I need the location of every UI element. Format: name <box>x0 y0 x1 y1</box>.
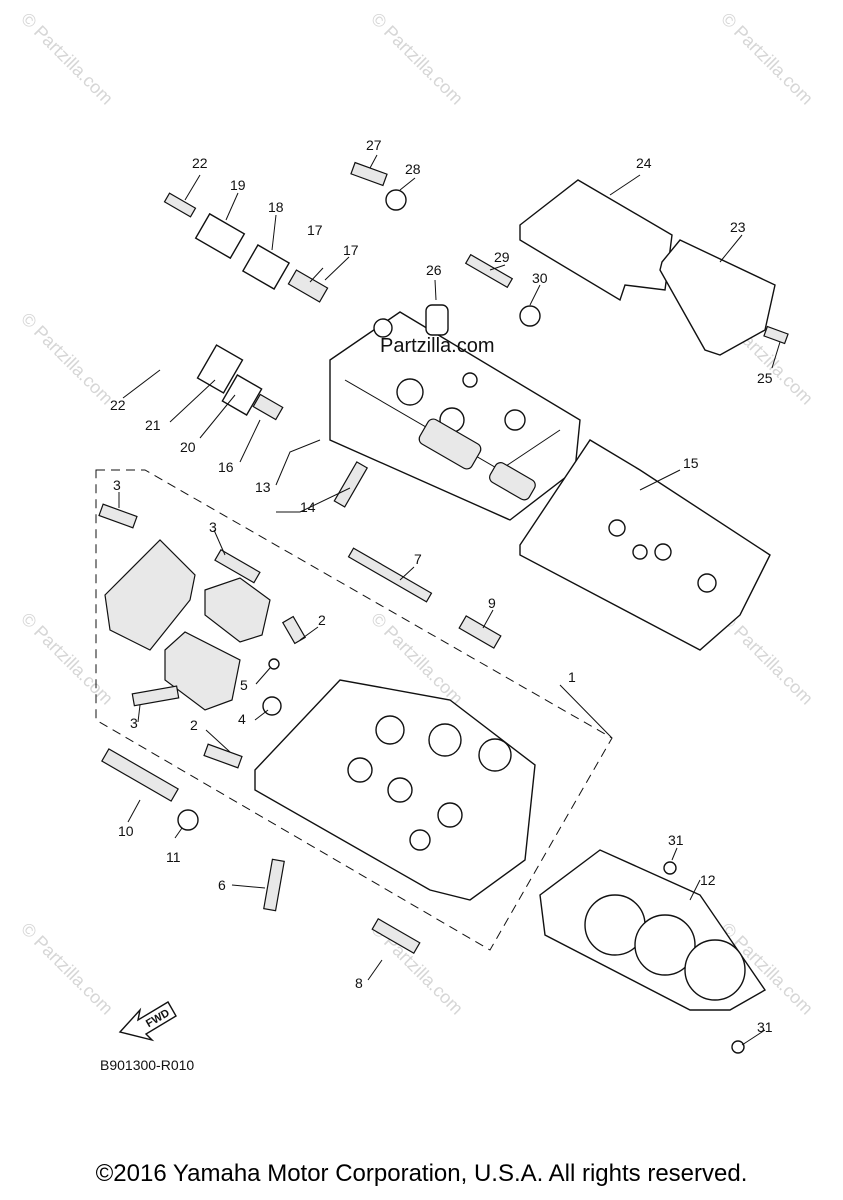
callout: 17 <box>343 242 359 258</box>
callout: 29 <box>494 249 510 265</box>
callout: 31 <box>668 832 684 848</box>
watermark: © Partzilla.com <box>17 9 117 109</box>
center-watermark: Partzilla.com <box>380 335 494 357</box>
callout: 1 <box>568 669 576 685</box>
copyright-notice: ©2016 Yamaha Motor Corporation, U.S.A. A… <box>95 1160 748 1187</box>
callout: 13 <box>255 479 271 495</box>
parts-diagram: © Partzilla.com © Partzilla.com © Partzi… <box>17 9 817 1073</box>
callout: 2 <box>318 612 326 628</box>
watermark: © Partzilla.com <box>367 9 467 109</box>
cylinder-head-cover: Partzilla.com <box>329 311 581 521</box>
callout: 22 <box>110 397 126 413</box>
diagram-code: B901300-R010 <box>100 1057 194 1073</box>
callout: 3 <box>130 715 138 731</box>
fwd-arrow-icon: FWD <box>118 1001 177 1042</box>
callout: 9 <box>488 595 496 611</box>
callout: 18 <box>268 199 284 215</box>
callout: 11 <box>166 849 181 865</box>
callout: 30 <box>532 270 548 286</box>
callouts: 1 2 2 3 3 3 4 5 6 7 8 9 10 11 12 13 14 1… <box>110 137 773 1035</box>
hardware <box>98 161 789 1054</box>
callout: 4 <box>238 711 246 727</box>
callout: 26 <box>426 262 442 278</box>
callout: 19 <box>230 177 246 193</box>
callout: 20 <box>180 439 196 455</box>
plate-23 <box>659 239 776 356</box>
watermark: © Partzilla.com <box>17 609 117 709</box>
callout: 24 <box>636 155 652 171</box>
callout: 6 <box>218 877 226 893</box>
callout: 15 <box>683 455 699 471</box>
head-cover-gasket <box>519 439 771 651</box>
watermark: © Partzilla.com <box>17 919 117 1019</box>
callout: 5 <box>240 677 248 693</box>
watermark: © Partzilla.com <box>717 9 817 109</box>
watermark: © Partzilla.com <box>17 309 117 409</box>
plate-24 <box>519 179 673 302</box>
assembly-boundary <box>95 469 613 951</box>
callout: 2 <box>190 717 198 733</box>
callout: 3 <box>113 477 121 493</box>
callout: 23 <box>730 219 746 235</box>
callout: 21 <box>145 417 161 433</box>
callout: 28 <box>405 161 421 177</box>
watermark: © Partzilla.com <box>717 609 817 709</box>
callout: 12 <box>700 872 716 888</box>
callout: 10 <box>118 823 134 839</box>
cylinder-head <box>254 679 536 901</box>
cylinder-head-gasket <box>539 849 767 1011</box>
callout: 14 <box>300 499 316 515</box>
camshaft-caps <box>104 539 271 711</box>
callout: 25 <box>757 370 773 386</box>
callout: 3 <box>209 519 217 535</box>
callout: 31 <box>757 1019 773 1035</box>
callout: 27 <box>366 137 382 153</box>
callout: 8 <box>355 975 363 991</box>
callout: 16 <box>218 459 234 475</box>
leader-lines <box>118 154 781 1046</box>
callout: 7 <box>414 551 422 567</box>
callout: 17 <box>307 222 323 238</box>
callout: 22 <box>192 155 208 171</box>
